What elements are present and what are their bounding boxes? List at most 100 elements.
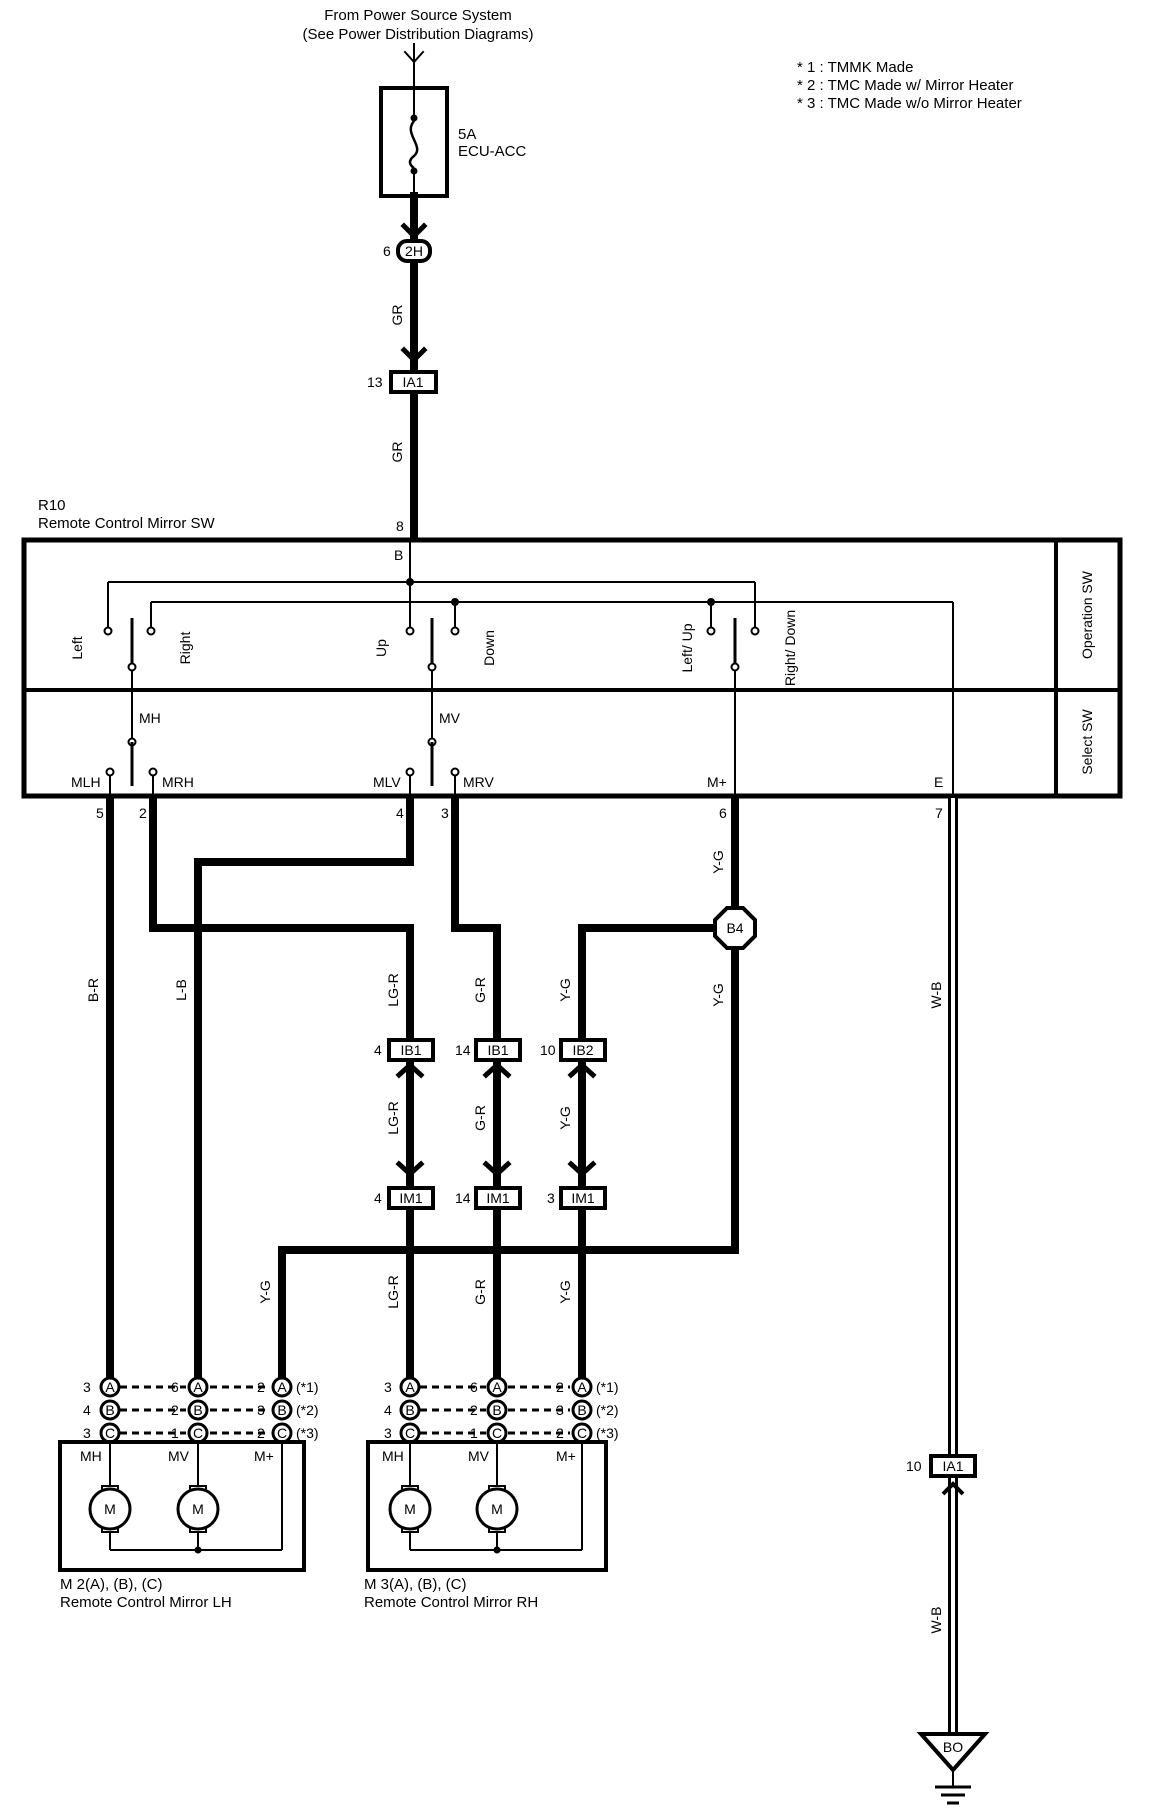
svg-text:3: 3 bbox=[83, 1425, 91, 1441]
connector-im1-c-name: IM1 bbox=[571, 1190, 595, 1206]
connector-im1-b[interactable]: IM1 bbox=[474, 1186, 522, 1210]
wire-label-gr2-3: G-R bbox=[472, 1279, 488, 1305]
pos-left-up: Left/ Up bbox=[679, 623, 695, 672]
wire-label-b: B bbox=[394, 547, 403, 563]
svg-text:A: A bbox=[405, 1379, 415, 1395]
terminal-mplus: M+ bbox=[707, 774, 727, 790]
wire-label-yg-lh: Y-G bbox=[257, 1280, 273, 1304]
wire-label-yg-3: Y-G bbox=[557, 1280, 573, 1304]
wire-label-gr2-2: G-R bbox=[472, 1105, 488, 1131]
svg-text:B: B bbox=[193, 1402, 202, 1418]
svg-text:(*3): (*3) bbox=[596, 1425, 619, 1441]
terminal-mplus-pin: 6 bbox=[719, 805, 727, 821]
connector-im1-c-pin: 3 bbox=[547, 1190, 555, 1206]
terminal-e: E bbox=[934, 774, 943, 790]
connector-ia1-bottom-name: IA1 bbox=[942, 1458, 963, 1474]
wire-label-wb-1: W-B bbox=[928, 982, 944, 1009]
svg-text:2: 2 bbox=[257, 1425, 265, 1441]
svg-text:3: 3 bbox=[556, 1402, 564, 1418]
terminal-mlv: MLV bbox=[373, 774, 401, 790]
motor-lh-vertical: M bbox=[176, 1487, 220, 1531]
note-3: * 3 : TMC Made w/o Mirror Heater bbox=[797, 95, 1022, 112]
ground-bo[interactable]: BO bbox=[916, 1732, 990, 1805]
wire-label-gr-2: GR bbox=[389, 442, 405, 463]
mirror-lh-connector-links bbox=[120, 1385, 270, 1435]
connector-ib1-a[interactable]: IB1 bbox=[387, 1038, 435, 1062]
operation-switch-wiring bbox=[103, 540, 954, 796]
svg-text:3: 3 bbox=[384, 1425, 392, 1441]
terminal-e-pin: 7 bbox=[935, 805, 943, 821]
svg-text:C: C bbox=[492, 1425, 502, 1441]
terminal-mlh: MLH bbox=[71, 774, 101, 790]
connector-ia1-bottom[interactable]: IA1 bbox=[929, 1454, 977, 1478]
connector-im1-c[interactable]: IM1 bbox=[559, 1186, 607, 1210]
motor-lh-horizontal: M bbox=[88, 1487, 132, 1531]
terminal-mlh-pin: 5 bbox=[96, 805, 104, 821]
svg-text:6: 6 bbox=[470, 1379, 478, 1395]
connector-ia1-top[interactable]: IA1 bbox=[389, 370, 438, 394]
svg-text:2: 2 bbox=[556, 1425, 564, 1441]
wire-label-gr-1: GR bbox=[389, 305, 405, 326]
connector-2h[interactable]: 2H bbox=[396, 239, 432, 263]
svg-text:B: B bbox=[105, 1402, 114, 1418]
fuse-rating: 5A bbox=[458, 126, 476, 143]
select-sw-label: Select SW bbox=[1079, 709, 1095, 775]
wire-label-yg-top: Y-G bbox=[710, 850, 726, 874]
connector-chevrons bbox=[395, 1061, 597, 1178]
mirror-rh-connector-links bbox=[420, 1385, 570, 1435]
svg-text:B: B bbox=[277, 1402, 286, 1418]
mirror-rh-pins[interactable] bbox=[399, 1376, 593, 1444]
svg-text:1: 1 bbox=[470, 1425, 478, 1441]
switch-code: R10 bbox=[38, 497, 66, 514]
svg-text:4: 4 bbox=[384, 1402, 392, 1418]
svg-text:2: 2 bbox=[171, 1402, 179, 1418]
pos-down: Down bbox=[481, 630, 497, 666]
source-line-1: From Power Source System bbox=[324, 7, 512, 24]
connector-im1-a[interactable]: IM1 bbox=[387, 1186, 435, 1210]
svg-text:A: A bbox=[277, 1379, 287, 1395]
connector-ib2[interactable]: IB2 bbox=[559, 1038, 607, 1062]
wire-label-yg-mid: Y-G bbox=[710, 983, 726, 1007]
ground-wire bbox=[941, 798, 965, 1733]
svg-text:1: 1 bbox=[171, 1425, 179, 1441]
mirror-rh-name: Remote Control Mirror RH bbox=[364, 1594, 538, 1611]
wire-label-br: B-R bbox=[85, 978, 101, 1002]
svg-text:A: A bbox=[577, 1379, 587, 1395]
svg-text:C: C bbox=[577, 1425, 587, 1441]
mirror-lh-name: Remote Control Mirror LH bbox=[60, 1594, 232, 1611]
svg-text:M: M bbox=[491, 1501, 503, 1517]
svg-text:4: 4 bbox=[83, 1402, 91, 1418]
connector-ib1-b[interactable]: IB1 bbox=[474, 1038, 522, 1062]
svg-text:M: M bbox=[192, 1501, 204, 1517]
mirror-rh-pin-numbers: 3 6 2 4 2 3 3 1 2 bbox=[384, 1379, 564, 1441]
splice-b4[interactable]: B4 bbox=[713, 906, 757, 950]
wire-label-yg-2: Y-G bbox=[557, 1106, 573, 1130]
fuse-name: ECU-ACC bbox=[458, 143, 527, 160]
svg-text:3: 3 bbox=[257, 1402, 265, 1418]
svg-text:C: C bbox=[105, 1425, 115, 1441]
wire-label-wb-2: W-B bbox=[928, 1607, 944, 1634]
svg-text:3: 3 bbox=[384, 1379, 392, 1395]
svg-text:(*3): (*3) bbox=[296, 1425, 319, 1441]
svg-text:6: 6 bbox=[171, 1379, 179, 1395]
operation-sw-label: Operation SW bbox=[1079, 570, 1095, 659]
note-1: * 1 : TMMK Made bbox=[797, 59, 913, 76]
svg-text:3: 3 bbox=[83, 1379, 91, 1395]
fuse-ecu-acc[interactable] bbox=[379, 86, 449, 198]
mirror-lh-pin-numbers: 3 6 2 4 2 3 3 1 2 bbox=[83, 1379, 265, 1441]
connector-im1-b-name: IM1 bbox=[486, 1190, 510, 1206]
connector-ib1-a-pin: 4 bbox=[374, 1042, 382, 1058]
mirror-lh-pin-letters: A A A B B B C C C bbox=[105, 1379, 287, 1441]
wire-label-lb: L-B bbox=[173, 979, 189, 1001]
wire-label-yg-1: Y-G bbox=[557, 978, 573, 1002]
pos-left: Left bbox=[69, 636, 85, 659]
connector-ib2-pin: 10 bbox=[540, 1042, 556, 1058]
pos-right: Right bbox=[177, 632, 193, 665]
source-arrow bbox=[403, 43, 425, 89]
mirror-rh-term-mp: M+ bbox=[556, 1448, 576, 1464]
svg-text:(*1): (*1) bbox=[296, 1379, 319, 1395]
connector-ia1-top-pin: 13 bbox=[367, 374, 383, 390]
mirror-lh-term-mv: MV bbox=[168, 1448, 190, 1464]
svg-text:C: C bbox=[405, 1425, 415, 1441]
